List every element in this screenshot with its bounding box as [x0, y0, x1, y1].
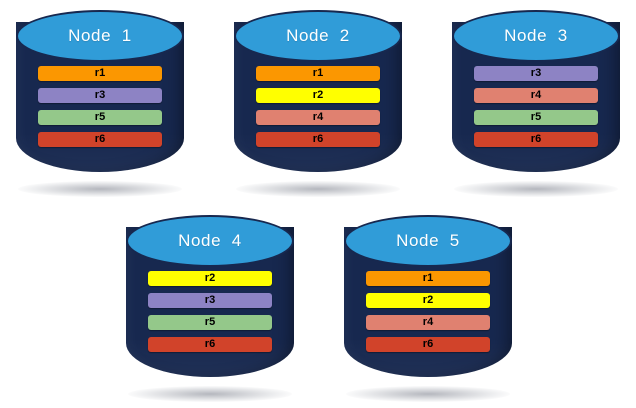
node-title: Node 2	[286, 26, 350, 45]
replica-bar-r1[interactable]: r1	[366, 271, 490, 286]
node-4[interactable]: Node 4 r2 r3 r5 r6	[120, 213, 300, 402]
replica-bar-r4[interactable]: r4	[366, 315, 490, 330]
node-2[interactable]: Node 2 r1 r2 r4 r6	[228, 8, 408, 197]
node-title: Node 3	[504, 26, 568, 45]
replica-bar-r5[interactable]: r5	[148, 315, 272, 330]
replica-bar-r1[interactable]: r1	[38, 66, 162, 81]
replica-bar-r4[interactable]: r4	[474, 88, 598, 103]
node-drop-shadow	[128, 386, 292, 402]
node-drop-shadow	[236, 181, 400, 197]
replica-bar-r6[interactable]: r6	[38, 132, 162, 147]
node-title: Node 5	[396, 231, 460, 250]
node-1[interactable]: Node 1 r1 r3 r5 r6	[10, 8, 190, 197]
cylinder-top-ellipse-icon	[126, 215, 294, 267]
replica-list: r1 r3 r5 r6	[38, 66, 162, 147]
node-drop-shadow	[454, 181, 618, 197]
cylinder-top-ellipse-icon	[16, 10, 184, 62]
replica-list: r1 r2 r4 r6	[256, 66, 380, 147]
node-drop-shadow	[18, 181, 182, 197]
replica-bar-r2[interactable]: r2	[366, 293, 490, 308]
replica-bar-r2[interactable]: r2	[256, 88, 380, 103]
replica-bar-r6[interactable]: r6	[366, 337, 490, 352]
replica-bar-r6[interactable]: r6	[256, 132, 380, 147]
replica-bar-r5[interactable]: r5	[474, 110, 598, 125]
replica-bar-r3[interactable]: r3	[38, 88, 162, 103]
node-title: Node 1	[68, 26, 132, 45]
replica-bar-r4[interactable]: r4	[256, 110, 380, 125]
replica-bar-r6[interactable]: r6	[148, 337, 272, 352]
replica-list: r1 r2 r4 r6	[366, 271, 490, 352]
node-5[interactable]: Node 5 r1 r2 r4 r6	[338, 213, 518, 402]
replica-list: r2 r3 r5 r6	[148, 271, 272, 352]
node-3[interactable]: Node 3 r3 r4 r5 r6	[446, 8, 626, 197]
replica-bar-r5[interactable]: r5	[38, 110, 162, 125]
replica-bar-r3[interactable]: r3	[474, 66, 598, 81]
cylinder-top-ellipse-icon	[452, 10, 620, 62]
replica-bar-r2[interactable]: r2	[148, 271, 272, 286]
cylinder-top-ellipse-icon	[234, 10, 402, 62]
replica-bar-r1[interactable]: r1	[256, 66, 380, 81]
replica-bar-r3[interactable]: r3	[148, 293, 272, 308]
node-drop-shadow	[346, 386, 510, 402]
node-title: Node 4	[178, 231, 242, 250]
replica-bar-r6[interactable]: r6	[474, 132, 598, 147]
replica-list: r3 r4 r5 r6	[474, 66, 598, 147]
cylinder-top-ellipse-icon	[344, 215, 512, 267]
